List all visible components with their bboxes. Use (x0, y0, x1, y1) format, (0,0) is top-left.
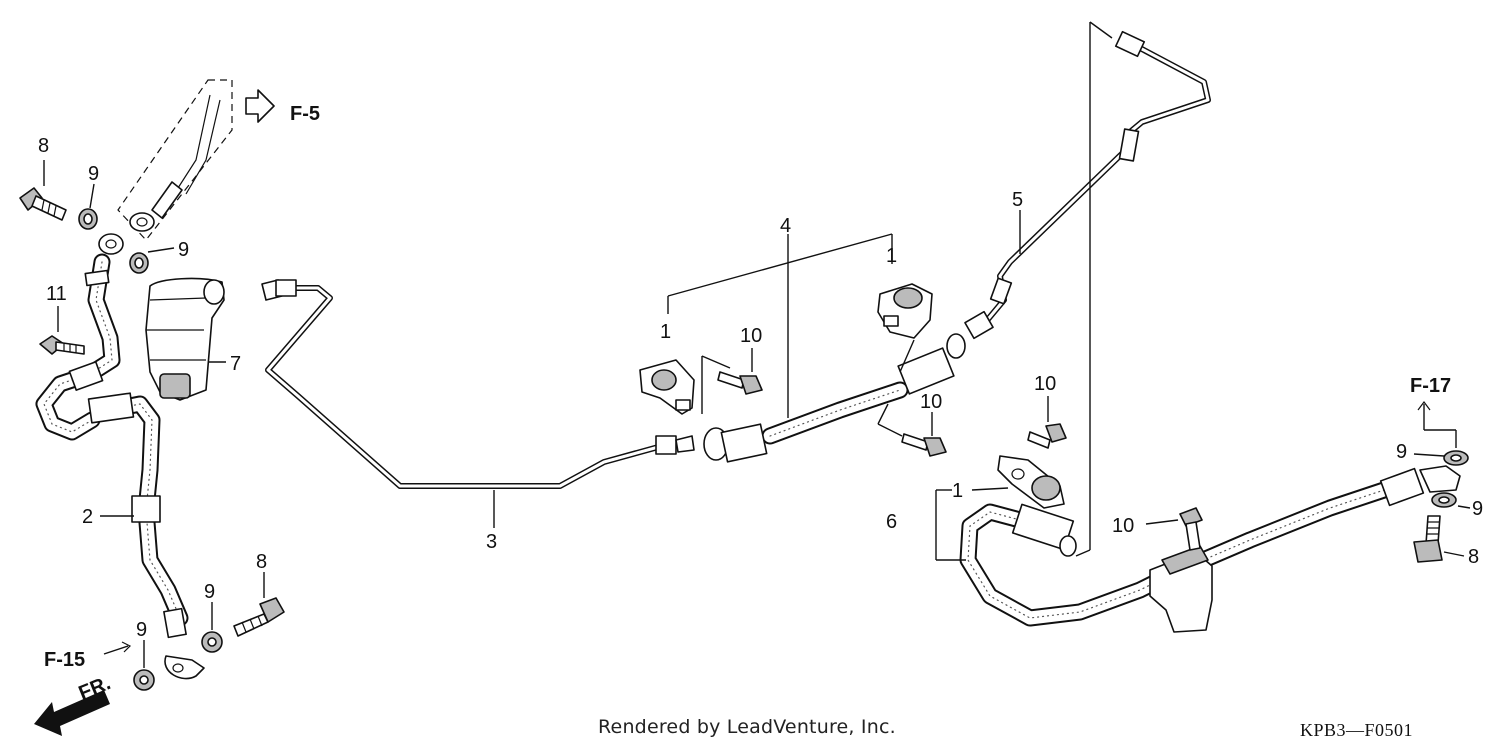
banjo-bolt-icon (19, 187, 67, 221)
callout-5: 5 (1012, 189, 1023, 211)
proportioning-valve-7 (145, 277, 225, 401)
flange-bolt-icon (1027, 423, 1067, 449)
flange-bolt-icon (901, 433, 947, 457)
callout-1-b: 1 (886, 245, 897, 267)
sealing-washer-icon (78, 208, 98, 230)
callout-8-top: 8 (38, 135, 49, 157)
sealing-washer-icon (133, 669, 155, 691)
callout-10-b: 10 (920, 391, 942, 413)
banjo-fitting-icon (98, 233, 124, 255)
callout-2: 2 (82, 506, 93, 528)
hose-clamp-icon (639, 359, 695, 415)
brake-hose-6 (959, 465, 1461, 633)
brake-pipe-3 (261, 279, 695, 489)
callout-11: 11 (46, 283, 67, 305)
brake-hose-4 (703, 333, 966, 463)
callout-9-bottom-a: 9 (204, 581, 215, 603)
sealing-washer-icon (201, 631, 223, 653)
ref-f15: F-15 (44, 649, 85, 671)
front-direction-arrow-icon (34, 690, 110, 736)
callout-1-a: 1 (660, 321, 671, 343)
callout-3: 3 (486, 531, 497, 553)
callout-8-right: 8 (1468, 546, 1479, 568)
footer-credit: Rendered by LeadVenture, Inc. (598, 716, 896, 738)
callout-1-c: 1 (952, 480, 963, 502)
callout-10-a: 10 (740, 325, 762, 347)
banjo-bolt-icon (233, 597, 285, 637)
f5-arrow-icon (245, 89, 275, 123)
hose-clamp-icon (997, 455, 1065, 509)
diagram-code: KPB3—F0501 (1300, 720, 1414, 740)
brake-hose-2 (35, 253, 205, 680)
banjo-bolt-icon (1413, 515, 1443, 563)
callout-9-top-a: 9 (88, 163, 99, 185)
ref-f5: F-5 (290, 103, 320, 125)
callout-10-d: 10 (1112, 515, 1134, 537)
f5-reference-outline (117, 79, 233, 241)
ref-f17: F-17 (1410, 375, 1451, 397)
sealing-washer-icon (1443, 450, 1469, 466)
flange-bolt-icon (39, 335, 85, 355)
callout-6: 6 (886, 511, 897, 533)
callout-7: 7 (230, 353, 241, 375)
sealing-washer-icon (1431, 492, 1457, 508)
callout-8-bottom: 8 (256, 551, 267, 573)
callout-9-right-a: 9 (1396, 441, 1407, 463)
flange-bolt-icon (1179, 507, 1203, 551)
hose-clamp-icon (877, 283, 933, 339)
flange-bolt-icon (717, 371, 763, 395)
callout-9-bottom-b: 9 (136, 619, 147, 641)
callout-9-top-b: 9 (178, 239, 189, 261)
callout-4: 4 (780, 215, 791, 237)
callout-10-c: 10 (1034, 373, 1056, 395)
brake-pipe-5 (964, 30, 1211, 340)
callout-9-right-b: 9 (1472, 498, 1483, 520)
sealing-washer-icon (129, 252, 149, 274)
